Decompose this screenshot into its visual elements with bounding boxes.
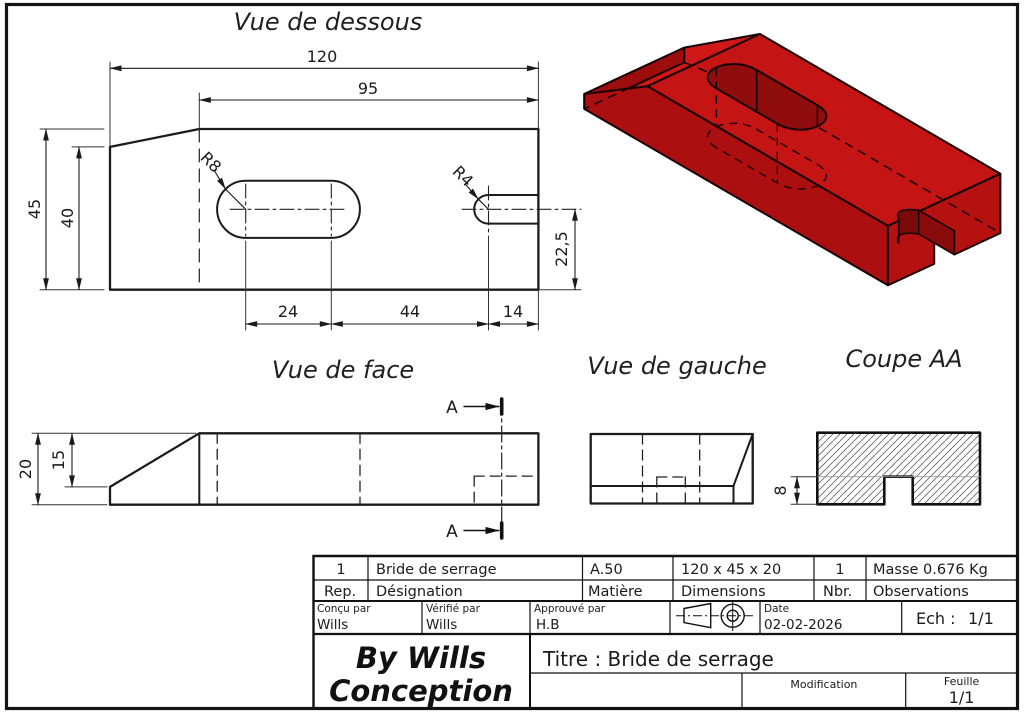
tb-nbr-label: Nbr. <box>823 584 852 600</box>
logo-line2: Conception <box>329 674 513 708</box>
tb-approuve-value: H.B <box>536 617 559 633</box>
plan-dim-22-5: 22,5 <box>552 231 571 267</box>
title-block: 1 Bride de serrage A.50 120 x 45 x 20 1 … <box>312 554 1019 710</box>
front-dim-15: 15 <box>49 450 68 470</box>
tb-date-value: 02-02-2026 <box>764 617 842 633</box>
tb-ech-label: Ech : <box>916 609 956 628</box>
front-section-letter-top: A <box>446 398 458 418</box>
tb-nbr-value: 1 <box>835 562 844 578</box>
plan-dim-95: 95 <box>358 79 378 98</box>
tb-ech-value: 1/1 <box>968 609 994 628</box>
iso-front-face <box>583 85 889 287</box>
tb-modification-label: Modification <box>790 678 857 691</box>
front-dimension-lines <box>35 432 75 506</box>
plan-dim-45: 45 <box>25 199 44 219</box>
front-section-marks <box>463 397 504 540</box>
view-left: Vue de gauche <box>587 352 767 505</box>
tb-concu-value: Wills <box>317 617 348 633</box>
front-hidden-lines <box>216 432 540 506</box>
left-title: Vue de gauche <box>587 352 767 380</box>
plan-dim-14: 14 <box>503 302 523 321</box>
view-section-aa: Coupe AA 8 <box>771 345 982 506</box>
plan-leaders <box>213 169 490 210</box>
section-title: Coupe AA <box>845 345 962 373</box>
plan-dim-24: 24 <box>278 302 298 321</box>
plan-dimension-lines <box>43 65 578 327</box>
tb-feuille-label: Feuille <box>944 675 980 688</box>
tb-designation-value: Bride de serrage <box>376 562 497 578</box>
title-block-grid <box>312 554 1019 710</box>
tb-observations-label: Observations <box>873 584 969 600</box>
tb-dimensions-label: Dimensions <box>681 584 766 600</box>
plan-slot-r8 <box>216 179 361 239</box>
tb-designation-label: Désignation <box>376 584 463 600</box>
tb-matiere-value: A.50 <box>590 562 623 578</box>
section-dim-8: 8 <box>771 485 790 495</box>
left-edges <box>589 433 754 505</box>
front-title: Vue de face <box>272 356 414 384</box>
tb-date-label: Date <box>764 603 789 615</box>
view-iso-3d <box>583 33 1002 287</box>
tb-feuille-value: 1/1 <box>949 688 975 707</box>
tb-verifie-value: Wills <box>426 617 457 633</box>
tb-rep-label: Rep. <box>324 584 356 600</box>
tb-concu-label: Conçu par <box>317 603 371 615</box>
plan-centerlines <box>229 183 582 237</box>
tb-rep-value: 1 <box>336 562 345 578</box>
plan-title: Vue de dessous <box>234 8 423 36</box>
plan-outline <box>108 127 540 291</box>
iso-notch-inner <box>896 208 920 244</box>
tb-verifie-label: Vérifié par <box>426 603 481 615</box>
front-section-letter-bottom: A <box>446 522 458 542</box>
view-plan: Vue de dessous <box>25 8 582 331</box>
logo-line1: By Wills <box>356 641 486 675</box>
tb-matiere-label: Matière <box>588 584 643 600</box>
iso-slot-hidden <box>707 67 827 190</box>
tb-observations-value: Masse 0.676 Kg <box>873 562 988 578</box>
plan-dim-120: 120 <box>307 47 338 66</box>
tb-approuve-label: Approuvé par <box>534 603 606 615</box>
tb-dimensions-value: 120 x 45 x 20 <box>681 562 781 578</box>
left-outline <box>589 432 754 505</box>
plan-dim-40: 40 <box>58 208 77 228</box>
view-front: Vue de face A A 20 15 <box>16 356 540 542</box>
front-outline <box>108 432 540 506</box>
projection-symbol-icon <box>676 600 755 631</box>
plan-dim-44: 44 <box>400 302 420 321</box>
front-dim-20: 20 <box>16 459 35 479</box>
left-hidden-lines <box>641 433 701 505</box>
tb-titre: Titre : Bride de serrage <box>542 647 774 671</box>
